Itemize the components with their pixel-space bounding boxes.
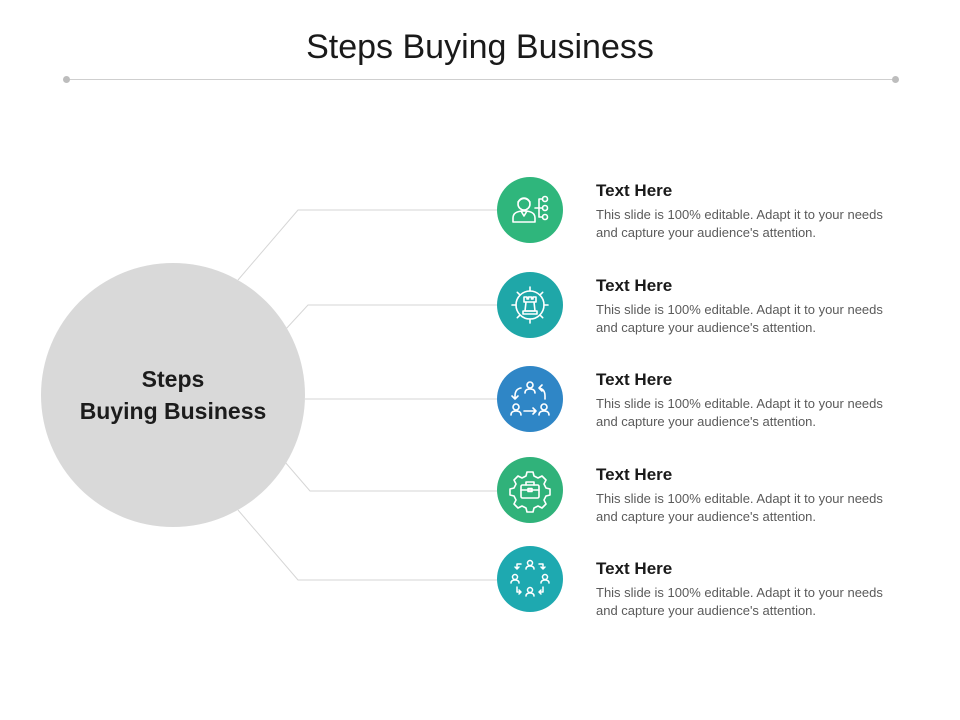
people-cycle-icon — [510, 559, 550, 597]
divider-right-dot — [892, 76, 899, 83]
step-5-heading: Text Here — [596, 559, 673, 578]
people-exchange-icon — [510, 381, 550, 416]
person-network-icon — [512, 195, 549, 223]
title-divider — [66, 79, 896, 80]
briefcase-gear-icon — [509, 471, 551, 513]
step-2-text: Text Here This slide is 100% editable. A… — [596, 276, 916, 337]
step-5-icon-circle — [497, 546, 563, 612]
step-3-text: Text Here This slide is 100% editable. A… — [596, 370, 916, 431]
connector-2 — [284, 304, 497, 331]
step-2-body: This slide is 100% editable. Adapt it to… — [596, 302, 883, 335]
step-1-body: This slide is 100% editable. Adapt it to… — [596, 207, 883, 240]
step-3-icon-circle — [497, 366, 563, 432]
connector-4 — [284, 461, 497, 492]
connector-5 — [237, 509, 497, 581]
step-1-text: Text Here This slide is 100% editable. A… — [596, 181, 916, 242]
hub-title-line1: Steps — [141, 366, 205, 392]
step-4-body: This slide is 100% editable. Adapt it to… — [596, 491, 883, 524]
step-3-heading: Text Here — [596, 370, 673, 389]
step-2-heading: Text Here — [596, 276, 673, 295]
connector-1 — [237, 209, 497, 281]
slide-title: Steps Buying Business — [306, 28, 654, 66]
divider-left-dot — [63, 76, 70, 83]
step-2-icon-circle — [497, 272, 563, 338]
step-4-icon-circle — [497, 457, 563, 523]
step-3-body: This slide is 100% editable. Adapt it to… — [596, 396, 883, 429]
step-1-heading: Text Here — [596, 181, 673, 200]
step-5-text: Text Here This slide is 100% editable. A… — [596, 559, 916, 620]
step-4-heading: Text Here — [596, 465, 673, 484]
hub-circle: Steps Buying Business — [41, 263, 305, 527]
hub-title-line2: Buying Business — [79, 398, 267, 424]
chess-rook-gear-icon — [511, 286, 549, 324]
step-5-body: This slide is 100% editable. Adapt it to… — [596, 585, 883, 618]
step-1-icon-circle — [497, 177, 563, 243]
step-4-text: Text Here This slide is 100% editable. A… — [596, 465, 916, 526]
